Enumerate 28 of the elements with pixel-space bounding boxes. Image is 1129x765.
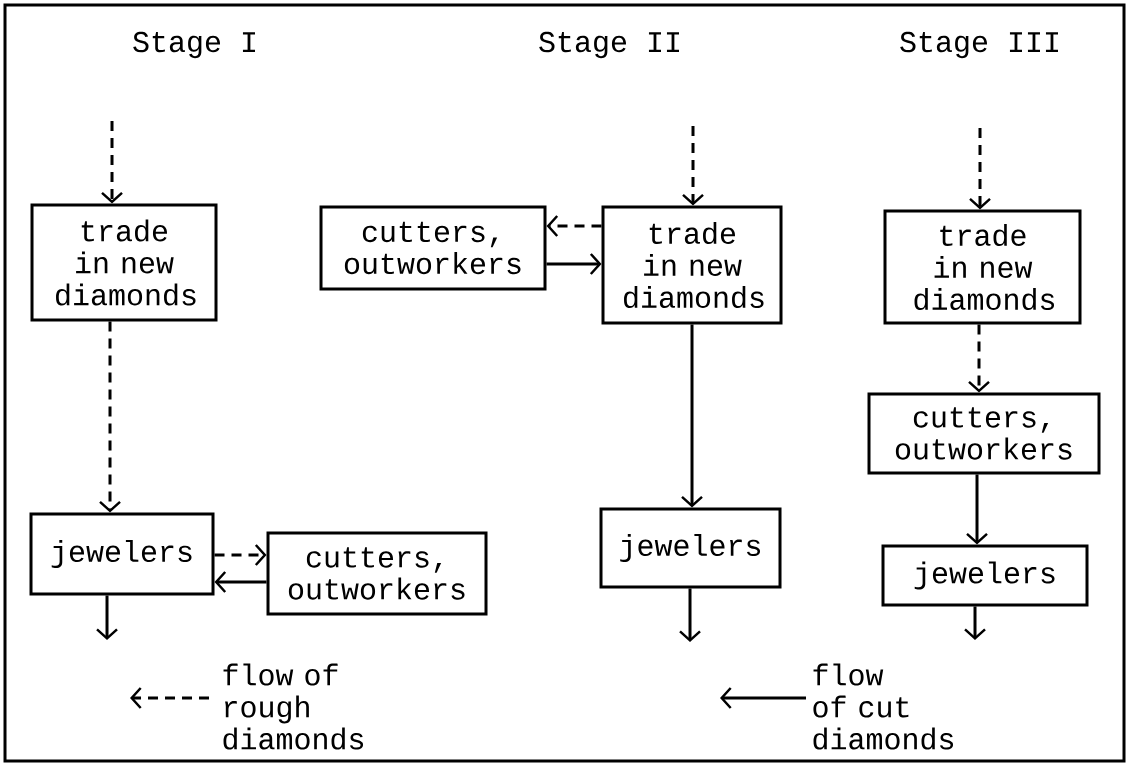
arrow [546, 215, 602, 237]
legend-text: flow of rough diamonds [223, 663, 364, 750]
arrow [968, 324, 990, 393]
arrow [546, 253, 602, 275]
arrow [682, 126, 704, 206]
process-box: trade in new diamonds [883, 209, 1082, 325]
process-box: trade in new diamonds [601, 205, 783, 325]
arrow [964, 606, 986, 640]
arrow [966, 474, 988, 545]
arrow [681, 324, 703, 508]
legend-text: flow of cut diamonds [813, 663, 954, 750]
stage-heading: Stage III [900, 31, 1058, 59]
stage-heading: Stage I [133, 31, 255, 59]
process-box: jewelers [881, 544, 1089, 607]
process-box: cutters, outworkers [319, 205, 547, 291]
arrow [679, 588, 701, 642]
process-box: cutters, outworkers [867, 392, 1101, 475]
arrow [101, 121, 123, 204]
process-box: jewelers [599, 507, 782, 589]
arrow [99, 321, 121, 513]
arrow [214, 544, 267, 566]
arrow [96, 595, 118, 640]
arrow [214, 571, 267, 593]
process-box: jewelers [29, 512, 215, 596]
stage-heading: Stage II [539, 31, 679, 59]
process-box: cutters, outworkers [266, 531, 488, 616]
arrow [969, 128, 991, 210]
process-box: trade in new diamonds [30, 203, 218, 322]
